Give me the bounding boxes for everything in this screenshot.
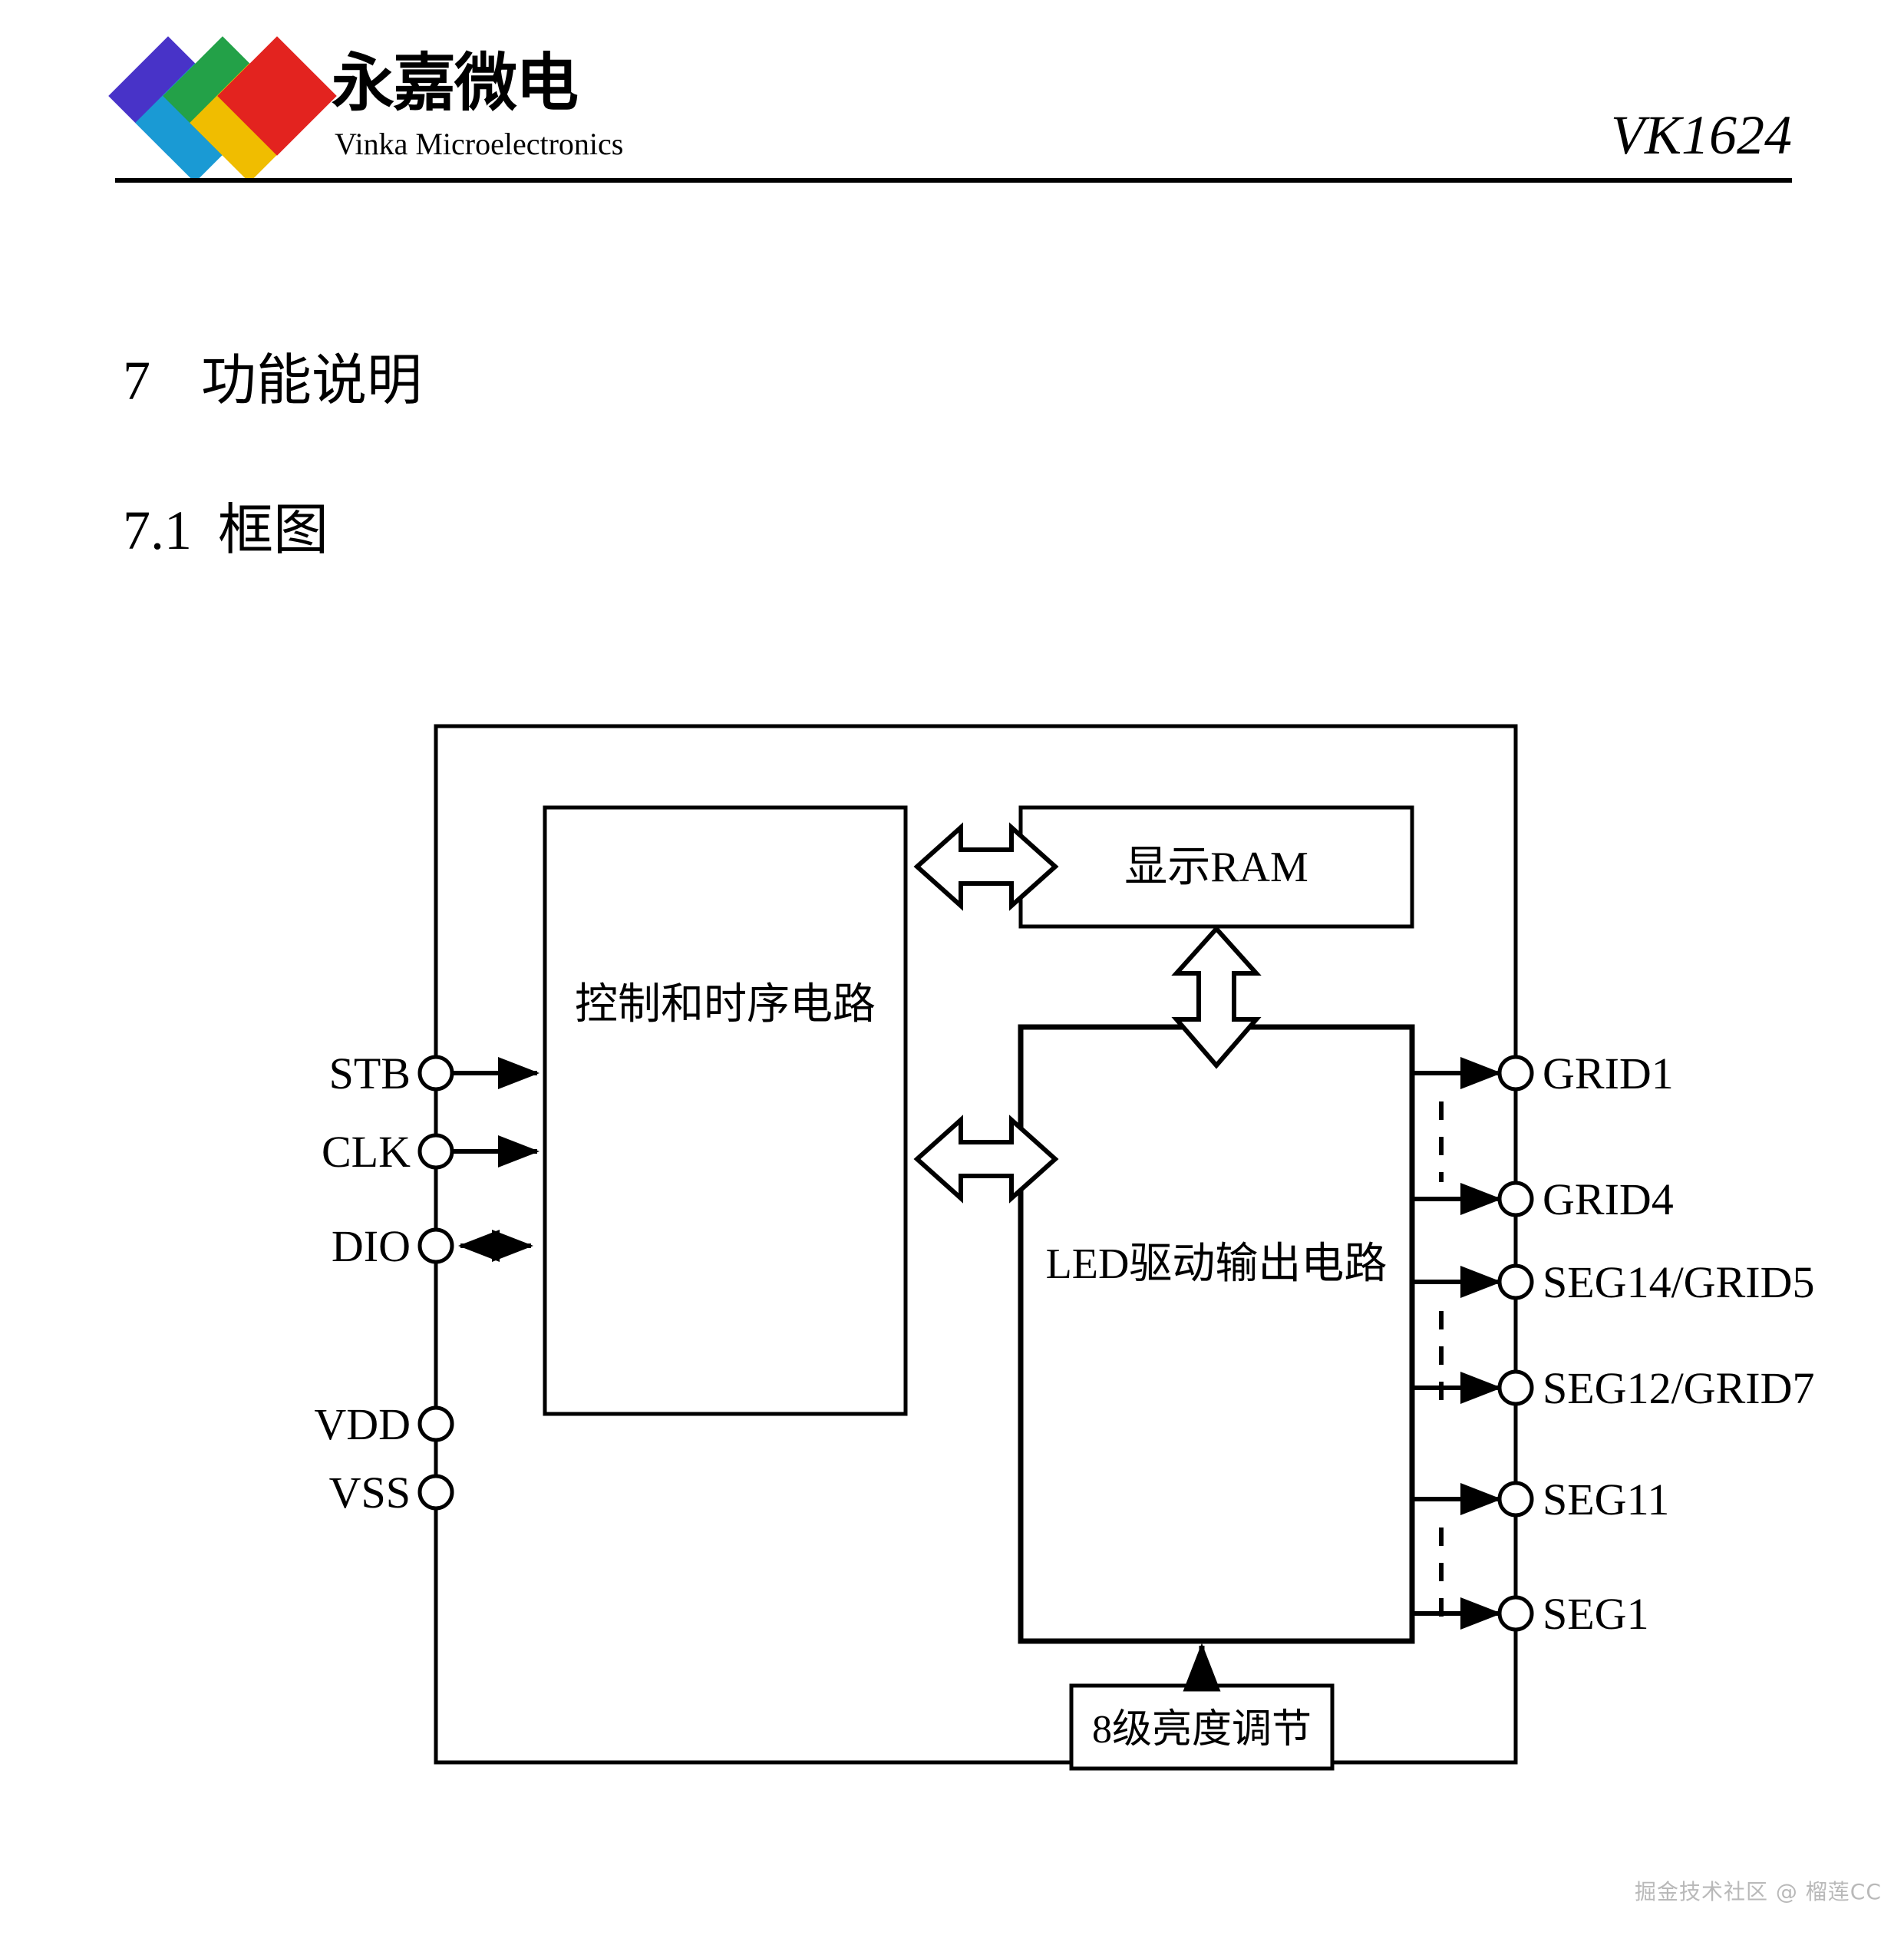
section-heading: 7 功能说明 — [123, 353, 422, 408]
pin-terminal — [417, 1474, 454, 1511]
block-diagram: 控制和时序电路 显示RAM LED驱动输出电路 8级亮度调节 STB — [0, 675, 1904, 1904]
page-header: 永嘉微电 Vinka Microelectronics VK1624 — [108, 31, 1792, 183]
pin-label-clk: CLK — [322, 1127, 411, 1177]
part-number: VK1624 — [1610, 104, 1792, 166]
pin-label-stb: STB — [329, 1049, 411, 1098]
control-led-bus-arrow — [913, 1115, 1059, 1204]
subsection-number: 7.1 — [123, 500, 192, 561]
pin-seg14-grid5: SEG14/GRID5 — [1412, 1257, 1814, 1307]
pin-label-seg12-grid7: SEG12/GRID7 — [1543, 1363, 1814, 1413]
pin-terminal — [1497, 1481, 1534, 1518]
brightness-block-label: 8级亮度调节 — [1092, 1708, 1312, 1752]
pin-dio: DIO — [332, 1221, 533, 1271]
brightness-block — [1069, 1683, 1335, 1771]
pin-label-vdd: VDD — [314, 1399, 411, 1449]
pin-terminal — [1497, 1595, 1534, 1632]
pin-clk: CLK — [322, 1127, 540, 1177]
pin-seg12-grid7: SEG12/GRID7 — [1412, 1363, 1814, 1413]
pin-terminal — [1497, 1055, 1534, 1092]
pin-grid4: GRID4 — [1412, 1174, 1674, 1224]
led-driver-block-label: LED驱动输出电路 — [1046, 1240, 1388, 1288]
control-ram-bus-arrow — [913, 822, 1059, 911]
pin-vdd: VDD — [314, 1399, 454, 1449]
control-block — [543, 805, 908, 1416]
control-block-label: 控制和时序电路 — [575, 981, 876, 1029]
pin-label-seg14-grid5: SEG14/GRID5 — [1543, 1257, 1814, 1307]
pin-terminal — [1497, 1263, 1534, 1300]
pin-grid1: GRID1 — [1412, 1049, 1674, 1098]
pin-terminal — [1497, 1181, 1534, 1217]
section-title: 功能说明 — [201, 350, 423, 411]
ram-block-label: 显示RAM — [1124, 844, 1308, 891]
pin-label-dio: DIO — [332, 1221, 411, 1271]
subsection-title: 框图 — [218, 500, 329, 561]
section-number: 7 — [123, 350, 150, 411]
pin-terminal — [417, 1133, 454, 1170]
pin-terminal — [1497, 1369, 1534, 1406]
header-divider — [115, 178, 1792, 183]
pin-terminal — [417, 1055, 454, 1092]
pin-label-grid4: GRID4 — [1543, 1174, 1674, 1224]
pin-stb: STB — [329, 1049, 540, 1098]
led-driver-block — [1018, 1024, 1415, 1644]
pin-terminal — [417, 1227, 454, 1264]
pin-vss: VSS — [329, 1468, 454, 1518]
logo-english-name: Vinka Microelectronics — [335, 127, 624, 161]
pin-label-seg11: SEG11 — [1543, 1475, 1669, 1524]
pin-label-seg1: SEG1 — [1543, 1589, 1649, 1639]
pin-terminal — [417, 1405, 454, 1442]
logo-chinese-name: 永嘉微电 — [332, 47, 579, 120]
pin-seg11: SEG11 — [1412, 1475, 1669, 1524]
pin-label-grid1: GRID1 — [1543, 1049, 1674, 1098]
pin-label-vss: VSS — [329, 1468, 411, 1518]
pin-seg1: SEG1 — [1412, 1589, 1649, 1639]
subsection-heading: 7.1 框图 — [123, 503, 328, 558]
watermark: 掘金技术社区 @ 榴莲CC — [1635, 1879, 1882, 1904]
ram-led-bus-arrow — [1171, 925, 1262, 1069]
company-logo-icon — [108, 36, 345, 183]
